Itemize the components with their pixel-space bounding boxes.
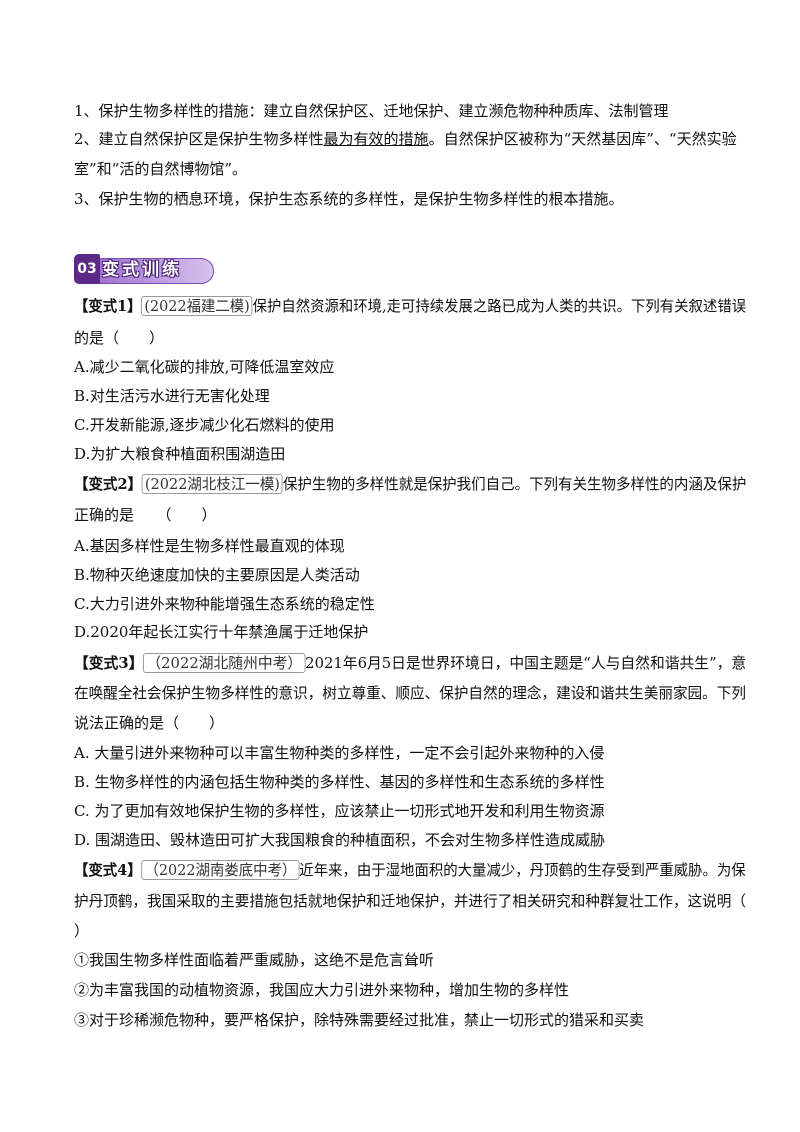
q4-item-2: ②为丰富我国的动植物资源，我国应大力引进外来物种，增加生物的多样性	[74, 981, 570, 999]
q3-option-a: A. 大量引进外来物种可以丰富生物种类的多样性，一定不会引起外来物种的入侵	[74, 744, 605, 762]
summary-point-2-continued: 室”和“活的自然博物馆”。	[74, 160, 248, 178]
q4-stem-line-3: ）	[74, 922, 90, 940]
q2-source: (2022湖北枝江一模)	[142, 474, 283, 494]
q1-option-a: A.减少二氧化碳的排放,可降低温室效应	[74, 358, 335, 376]
q4-stem-text: 近年来，由于湿地面积的大量减少，丹顶鹤的生存受到严重威胁。为保	[299, 861, 746, 879]
q2-stem-text: 保护生物的多样性就是保护我们自己。下列有关生物多样性的内涵及保护	[282, 475, 747, 493]
q1-option-b: B.对生活污水进行无害化处理	[74, 387, 270, 405]
q3-option-c: C. 为了更加有效地保护生物的多样性，应该禁止一切形式地开发和利用生物资源	[74, 802, 605, 820]
q4-source: （2022湖南娄底中考）	[141, 860, 300, 880]
summary-point-1: 1、保护生物多样性的措施：建立自然保护区、迁地保护、建立濒危物种种质库、法制管理	[74, 102, 669, 120]
summary-point-2-emphasis: 最为有效的措施	[323, 130, 429, 148]
q1-source: (2022福建二模)	[141, 296, 253, 316]
q1-option-d: D.为扩大粮食种植面积围湖造田	[74, 445, 286, 463]
q2-option-d: D.2020年起长江实行十年禁渔属于迁地保护	[74, 623, 369, 641]
section-banner: 03 变式训练	[74, 254, 214, 286]
section-number: 03	[74, 254, 100, 284]
q3-stem-line-3: 说法正确的是（ ）	[74, 714, 225, 732]
section-title-background	[92, 258, 214, 284]
section-title: 变式训练	[102, 260, 182, 280]
q3-stem-text: 2021年6月5日是世界环境日，中国主题是“人与自然和谐共生”，意	[305, 654, 747, 672]
q3-tag: 【变式3】	[74, 654, 144, 672]
q3-option-d: D. 围湖造田、毁林造田可扩大我国粮食的种植面积，不会对生物多样性造成威胁	[74, 831, 606, 849]
q1-stem-line-2: 的是（ ）	[74, 329, 165, 347]
q2-tag: 【变式2】	[74, 475, 143, 493]
summary-point-2-post: 。自然保护区被称为“天然基因库”、“天然实验	[428, 130, 737, 148]
q2-stem-line-2: 正确的是 （ ）	[74, 506, 217, 524]
q3-stem-line-2: 在唤醒全社会保护生物多样性的意识，树立尊重、顺应、保护自然的理念，建设和谐共生美…	[74, 684, 747, 702]
q1-stem-line-1: 【变式1】(2022福建二模)保护自然资源和环境,走可持续发展之路已成为人类的共…	[74, 296, 746, 316]
q3-stem-line-1: 【变式3】（2022湖北随州中考）2021年6月5日是世界环境日，中国主题是“人…	[74, 653, 746, 673]
summary-point-3: 3、保护生物的栖息环境，保护生态系统的多样性，是保护生物多样性的根本措施。	[74, 190, 624, 208]
q4-stem-line-2: 护丹顶鹤，我国采取的主要措施包括就地保护和迁地保护，并进行了相关研究和种群复壮工…	[74, 892, 747, 910]
q4-item-1: ①我国生物多样性面临着严重威胁，这绝不是危言耸听	[74, 951, 435, 969]
q4-tag: 【变式4】	[74, 861, 142, 879]
q2-stem-line-1: 【变式2】(2022湖北枝江一模)保护生物的多样性就是保护我们自己。下列有关生物…	[74, 474, 746, 494]
q1-stem-text: 保护自然资源和环境,走可持续发展之路已成为人类的共识。下列有关叙述错误	[252, 297, 747, 315]
q4-stem-line-1: 【变式4】（2022湖南娄底中考）近年来，由于湿地面积的大量减少，丹顶鹤的生存受…	[74, 860, 746, 880]
summary-point-2-pre: 2、建立自然保护区是保护生物多样性	[74, 130, 324, 148]
q3-option-b: B. 生物多样性的内涵包括生物种类的多样性、基因的多样性和生态系统的多样性	[74, 773, 605, 791]
q1-tag: 【变式1】	[74, 297, 142, 315]
q2-option-b: B.物种灭绝速度加快的主要原因是人类活动	[74, 566, 360, 584]
summary-point-2: 2、建立自然保护区是保护生物多样性最为有效的措施。自然保护区被称为“天然基因库”…	[74, 129, 737, 149]
q2-option-a: A.基因多样性是生物多样性最直观的体现	[74, 537, 345, 555]
q2-option-c: C.大力引进外来物种能增强生态系统的稳定性	[74, 595, 375, 613]
q4-item-3: ③对于珍稀濒危物种，要严格保护，除特殊需要经过批准，禁止一切形式的猎采和买卖	[74, 1011, 645, 1029]
q3-source: （2022湖北随州中考）	[143, 653, 306, 673]
q1-option-c: C.开发新能源,逐步减少化石燃料的使用	[74, 416, 335, 434]
